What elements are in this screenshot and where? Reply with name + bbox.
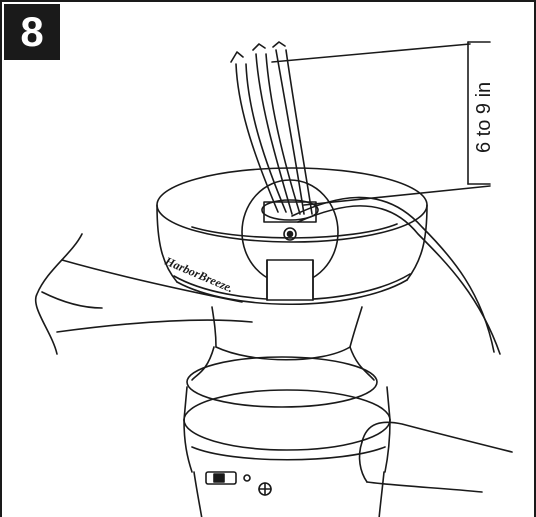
canopy-brand-text: HarborBreeze. [162,253,236,295]
dimension-bracket [272,42,490,205]
dimension-label: 6 to 9 in [473,82,495,153]
ground-wire [292,197,500,354]
motor-housing [184,347,390,517]
housing-controls [206,472,271,495]
supply-wires [231,42,312,214]
fan-blade-arm-left [36,234,252,354]
